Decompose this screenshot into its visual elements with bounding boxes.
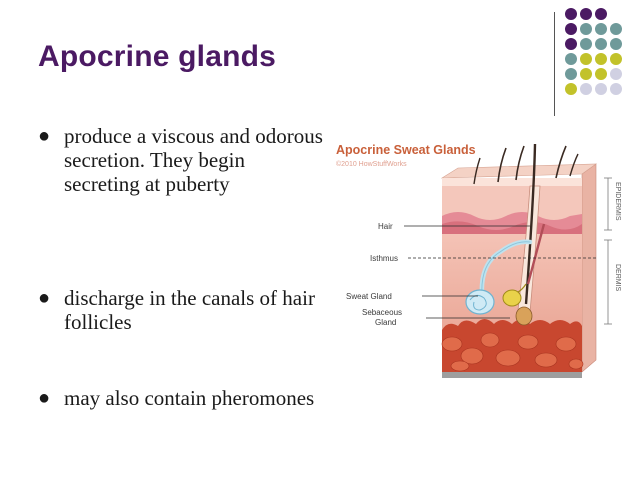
dot-lavender	[595, 83, 607, 95]
dot-lavender	[580, 83, 592, 95]
label-sweat-gland: Sweat Gland	[346, 292, 392, 301]
dot-olive	[580, 53, 592, 65]
dot-olive	[595, 68, 607, 80]
dot-teal	[565, 53, 577, 65]
label-epidermis: EPIDERMIS	[614, 182, 621, 221]
dot-lavender	[610, 68, 622, 80]
decorative-divider	[554, 12, 555, 116]
dot-purple	[565, 38, 577, 50]
dot-lavender	[610, 83, 622, 95]
dot-purple	[580, 8, 592, 20]
dot-teal	[595, 38, 607, 50]
dot-purple	[595, 8, 607, 20]
dot-teal	[610, 23, 622, 35]
dot-olive	[580, 68, 592, 80]
dot-purple	[565, 23, 577, 35]
bullet-icon: ●	[38, 287, 51, 309]
apocrine-gland-illustration: Apocrine Sweat Glands ©2010 HowStuffWork…	[330, 134, 636, 380]
bullet-text: discharge in the canals of hair follicle…	[64, 286, 315, 334]
label-hair: Hair	[378, 222, 393, 231]
dot-teal	[565, 68, 577, 80]
bullet-text: may also contain pheromones	[64, 386, 315, 410]
bullet-text: produce a viscous and odorous secretion.…	[64, 124, 323, 196]
label-gland: Gland	[375, 318, 396, 327]
label-isthmus: Isthmus	[370, 254, 398, 263]
bullet-item: ● produce a viscous and odorous secretio…	[38, 124, 323, 196]
figure-title: Apocrine Sweat Glands	[336, 143, 476, 157]
bullet-icon: ●	[38, 387, 51, 409]
dot-teal	[580, 23, 592, 35]
dot-teal	[610, 38, 622, 50]
dot-olive	[610, 53, 622, 65]
dot-olive	[595, 53, 607, 65]
figure-copyright: ©2010 HowStuffWorks	[336, 160, 407, 168]
bullet-item: ● discharge in the canals of hair follic…	[38, 286, 323, 334]
dot-olive	[565, 83, 577, 95]
label-sebaceous: Sebaceous	[362, 308, 402, 317]
label-dermis: DERMIS	[614, 264, 621, 292]
dot-teal	[595, 23, 607, 35]
slide-title: Apocrine glands	[38, 40, 277, 73]
bullet-icon: ●	[38, 125, 51, 147]
bullet-item: ● may also contain pheromones	[38, 386, 314, 410]
dot-purple	[565, 8, 577, 20]
dot-teal	[580, 38, 592, 50]
